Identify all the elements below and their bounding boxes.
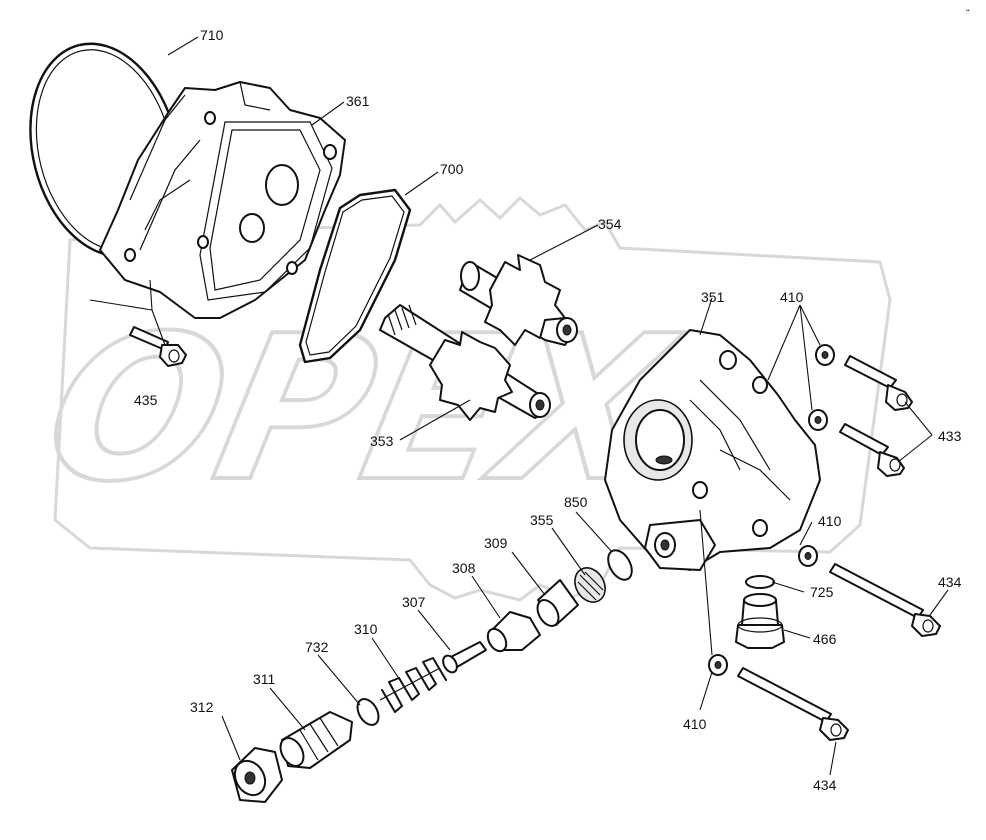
callout-410-bottom: 410	[683, 716, 707, 732]
pump-housing-351	[604, 329, 821, 571]
callout-725: 725	[810, 584, 834, 600]
callout-312: 312	[190, 699, 214, 715]
callout-353: 353	[370, 433, 394, 449]
callout-labels: 710 361 700 354 351 410 435 353 433 850 …	[134, 27, 962, 793]
gear-353	[379, 304, 551, 421]
callout-435: 435	[134, 392, 158, 408]
callout-309: 309	[484, 535, 508, 551]
relief-valve-assembly	[231, 549, 633, 803]
callout-310: 310	[354, 621, 378, 637]
bolt-group-434-upper	[798, 545, 941, 637]
callout-410-top: 410	[780, 289, 804, 305]
corner-mark: ••	[966, 8, 970, 14]
callout-361: 361	[346, 93, 370, 109]
callout-732: 732	[305, 639, 329, 655]
gasket-700	[298, 188, 412, 364]
leader-lines	[89, 36, 949, 776]
pump-cover-361	[99, 81, 346, 319]
callout-850: 850	[564, 494, 588, 510]
callout-311: 311	[253, 671, 276, 687]
callout-410-mid: 410	[818, 513, 842, 529]
callout-433: 433	[938, 428, 962, 444]
bolt-group-433	[808, 344, 913, 477]
callout-700: 700	[440, 161, 464, 177]
gear-354	[459, 254, 578, 346]
bolt-435	[129, 326, 187, 367]
callout-308: 308	[452, 560, 476, 576]
callout-351: 351	[701, 289, 725, 305]
plug-466	[735, 575, 785, 649]
callout-307: 307	[402, 594, 426, 610]
callout-434-lower: 434	[813, 777, 837, 793]
callout-355: 355	[530, 512, 554, 528]
callout-434-upper: 434	[938, 574, 962, 590]
callout-466: 466	[813, 631, 837, 647]
callout-354: 354	[598, 216, 622, 232]
callout-710: 710	[200, 27, 224, 43]
bolt-group-434-lower	[708, 654, 849, 741]
